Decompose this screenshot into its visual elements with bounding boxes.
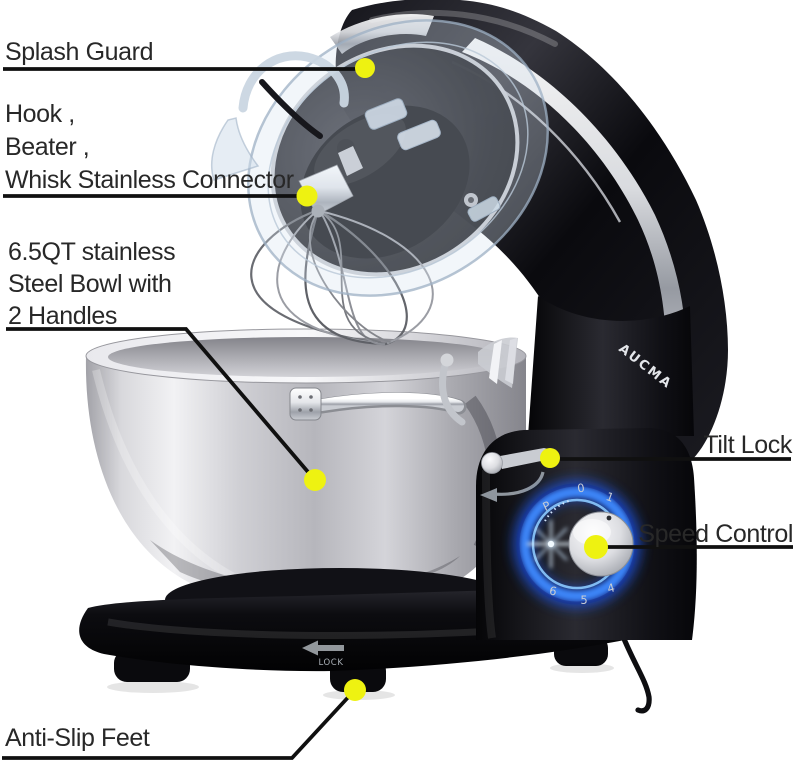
lock-indicator: LOCK xyxy=(302,640,344,668)
dial-label-0: 0 xyxy=(576,481,585,496)
bowl-lift-arm xyxy=(439,358,466,426)
callout-lines xyxy=(2,67,793,760)
callout-line-anti-slip xyxy=(2,690,355,760)
label-splash-guard: Splash Guard xyxy=(5,38,154,66)
splash-guard-handle xyxy=(238,51,349,113)
splash-guard-handle-bracket xyxy=(259,79,323,139)
marker-attachments xyxy=(296,185,318,207)
label-anti-slip-feet: Anti-Slip Feet xyxy=(5,724,150,752)
label-bowl-line1: 6.5QT stainless xyxy=(8,238,176,266)
label-attachments: Hook , Beater , Whisk Stainless Connecto… xyxy=(5,98,294,197)
label-speed-control: Speed Control xyxy=(638,520,793,548)
lever-ball xyxy=(481,452,503,474)
dial-label-1: 1 xyxy=(604,489,616,505)
head-chrome-wedge xyxy=(330,14,434,55)
lift-arm-pivot xyxy=(440,353,454,367)
foot-shadow xyxy=(107,681,199,693)
power-cord xyxy=(619,631,652,714)
marker-anti-slip-feet xyxy=(344,679,366,701)
hub-screw-center xyxy=(468,197,474,203)
marker-tilt-lock xyxy=(540,448,560,468)
splash-guard xyxy=(210,19,549,297)
speed-knob-assembly: P 0 1 4 5 6 xyxy=(513,480,641,608)
foot-shadow xyxy=(550,663,614,673)
splash-guard-clip xyxy=(364,98,408,130)
marker-bowl xyxy=(304,469,326,491)
splash-guard-dome xyxy=(247,19,549,297)
drive-shaft xyxy=(338,146,363,176)
lock-arrow-icon xyxy=(302,640,344,656)
tilt-arrow-head xyxy=(480,488,497,502)
label-bowl-line3: 2 Handles xyxy=(8,302,117,330)
dial-label-4: 4 xyxy=(606,580,617,595)
handle-rivet xyxy=(298,395,302,399)
callout-line-bowl xyxy=(6,327,316,481)
led-flare-core xyxy=(547,540,555,548)
bowl-highlight xyxy=(92,369,252,589)
dial-label-6: 6 xyxy=(548,583,558,598)
handle-rivet xyxy=(309,408,313,412)
label-bowl-line2: Steel Bowl with xyxy=(8,270,172,298)
bowl-handle-plate xyxy=(289,387,322,421)
label-bowl: 6.5QT stainless Steel Bowl with 2 Handle… xyxy=(8,236,176,332)
callout-markers xyxy=(296,58,608,701)
splash-guard-clip xyxy=(397,119,441,151)
hinge-chrome-strip xyxy=(489,340,502,384)
tilt-arrow-curve xyxy=(493,471,545,496)
handle-rivet xyxy=(298,408,302,412)
knob-indicator-dot xyxy=(606,515,612,521)
head-chrome-stripe xyxy=(462,38,686,372)
marker-speed-control xyxy=(584,535,608,559)
pedestal-neck xyxy=(528,296,694,436)
bowl-interior xyxy=(108,337,504,377)
label-attachments-line3: Whisk Stainless Connector xyxy=(5,166,294,194)
splash-guard-spout xyxy=(210,117,260,181)
marker-splash-guard xyxy=(355,58,375,78)
label-tilt-lock: Tilt Lock xyxy=(703,431,792,459)
whisk-ferrule xyxy=(311,204,325,218)
pedestal-gloss xyxy=(482,469,496,639)
hinge-chrome-strip xyxy=(505,338,517,384)
splash-guard-clip xyxy=(467,196,501,222)
label-attachments-line1: Hook , xyxy=(5,100,75,128)
lock-label: LOCK xyxy=(318,658,343,668)
handle-rivet xyxy=(309,395,313,399)
label-attachments-line2: Beater , xyxy=(5,133,90,161)
dial-label-5: 5 xyxy=(580,593,587,607)
whisk-attachment xyxy=(250,208,434,346)
led-ring-outer xyxy=(516,483,638,605)
